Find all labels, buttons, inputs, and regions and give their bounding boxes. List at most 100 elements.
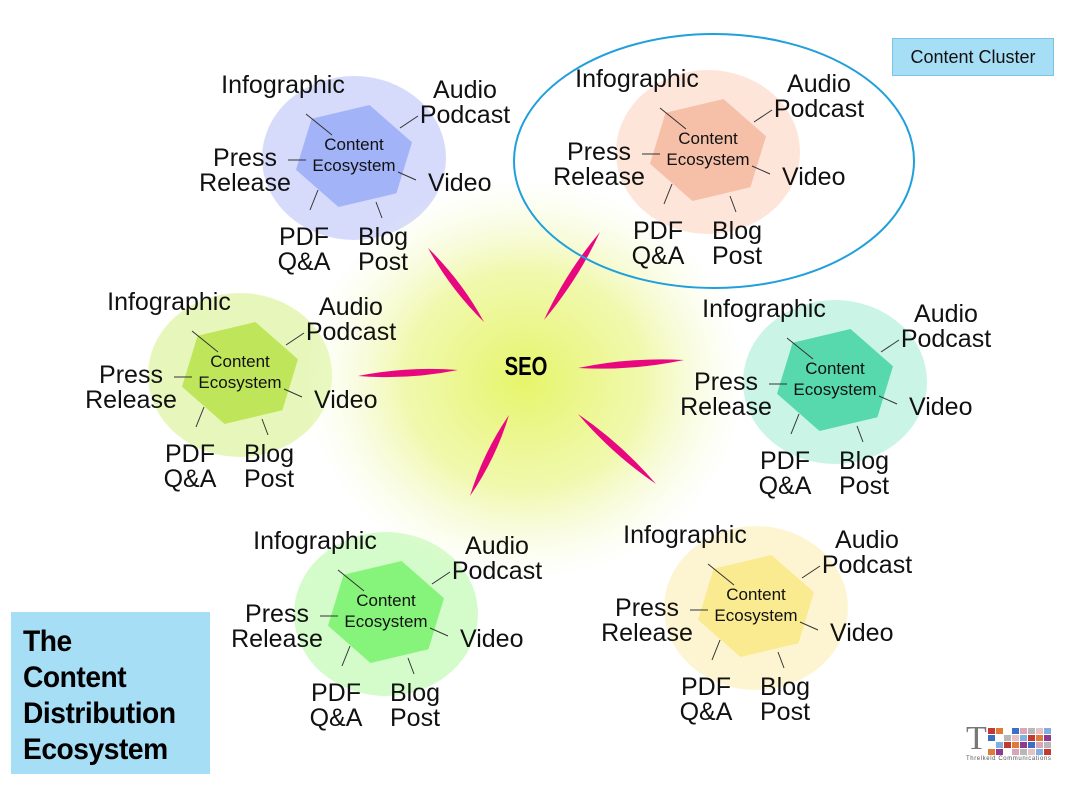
video-label: Video [460, 625, 524, 653]
channel-connector [753, 109, 773, 123]
logo-name: Threlkeld Communications [966, 756, 1052, 762]
title-line: The [23, 625, 72, 658]
channel-connector [309, 189, 319, 211]
logo-pixel [1036, 728, 1043, 734]
hub-label-line: Ecosystem [666, 150, 749, 169]
content-cluster-ring [513, 33, 915, 289]
infographic-label: Infographic [221, 71, 345, 99]
video-label: Video [782, 163, 846, 191]
content-ecosystem-hub [698, 555, 814, 657]
logo-pixel [996, 728, 1003, 734]
logo-pixel [1012, 728, 1019, 734]
seo-spoke [470, 415, 509, 496]
channel-connector [880, 339, 900, 353]
logo-pixel [1020, 735, 1027, 741]
channel-connector [799, 621, 819, 631]
logo-pixel [1036, 749, 1043, 755]
channel-connector [878, 395, 898, 405]
diagram-title: The Content Distribution Ecosystem [23, 624, 176, 768]
seo-spoke [428, 248, 484, 322]
channel-connector [195, 406, 205, 428]
infographic-label: Infographic [702, 295, 826, 323]
seo-spoke [578, 414, 656, 484]
video-label: Video [830, 619, 894, 647]
seo-glow [305, 180, 745, 580]
seo-spoke [578, 359, 684, 369]
channel-connector [261, 418, 269, 436]
channel-connector [777, 651, 785, 669]
logo-pixel [996, 742, 1003, 748]
channel-connector [786, 337, 814, 360]
logo-pixel [1044, 749, 1051, 755]
hub-label-line: Ecosystem [793, 380, 876, 399]
hub-label-line: Ecosystem [198, 373, 281, 392]
company-logo: T Threlkeld Communications [966, 722, 1058, 768]
seo-label: SEO [505, 352, 548, 381]
infographic-label: Infographic [575, 65, 699, 93]
channel-connector [429, 627, 449, 637]
channel-connector [305, 113, 333, 136]
content-ecosystem-hub [296, 105, 412, 207]
video-label: Video [428, 169, 492, 197]
infographic-label: Infographic [107, 288, 231, 316]
channel-connector [790, 413, 800, 435]
logo-pixel [1012, 742, 1019, 748]
hub-label-line: Content [805, 359, 865, 378]
logo-mark: T [966, 720, 987, 757]
hub-label-line: Content [356, 591, 416, 610]
content-ecosystem-hub [328, 561, 444, 663]
logo-pixel [988, 749, 995, 755]
seo-spoke [544, 232, 600, 320]
hub-label-line: Ecosystem [312, 156, 395, 175]
logo-pixel [1028, 735, 1035, 741]
channel-connector [285, 332, 305, 346]
video-label: Video [909, 393, 973, 421]
logo-pixel [988, 728, 995, 734]
logo-pixel [1020, 749, 1027, 755]
channel-connector [431, 571, 451, 585]
channel-connector [856, 425, 864, 443]
channel-connector [397, 171, 417, 181]
channel-connector [375, 201, 383, 219]
logo-pixel [1004, 735, 1011, 741]
channel-connector [729, 195, 737, 213]
channel-connector [707, 563, 735, 586]
channel-connector [341, 645, 351, 667]
video-label: Video [314, 386, 378, 414]
infographic-label: Infographic [253, 527, 377, 555]
channel-connector [337, 569, 365, 592]
channel-connector [407, 657, 415, 675]
channel-connector [191, 330, 219, 353]
hub-label-line: Ecosystem [344, 612, 427, 631]
logo-pixel [1028, 742, 1035, 748]
channel-connector [711, 639, 721, 661]
hub-label-line: Content [210, 352, 270, 371]
logo-pixel [1044, 728, 1051, 734]
seo-spoke [358, 368, 458, 378]
hub-label-line: Ecosystem [714, 606, 797, 625]
logo-pixel [1012, 749, 1019, 755]
